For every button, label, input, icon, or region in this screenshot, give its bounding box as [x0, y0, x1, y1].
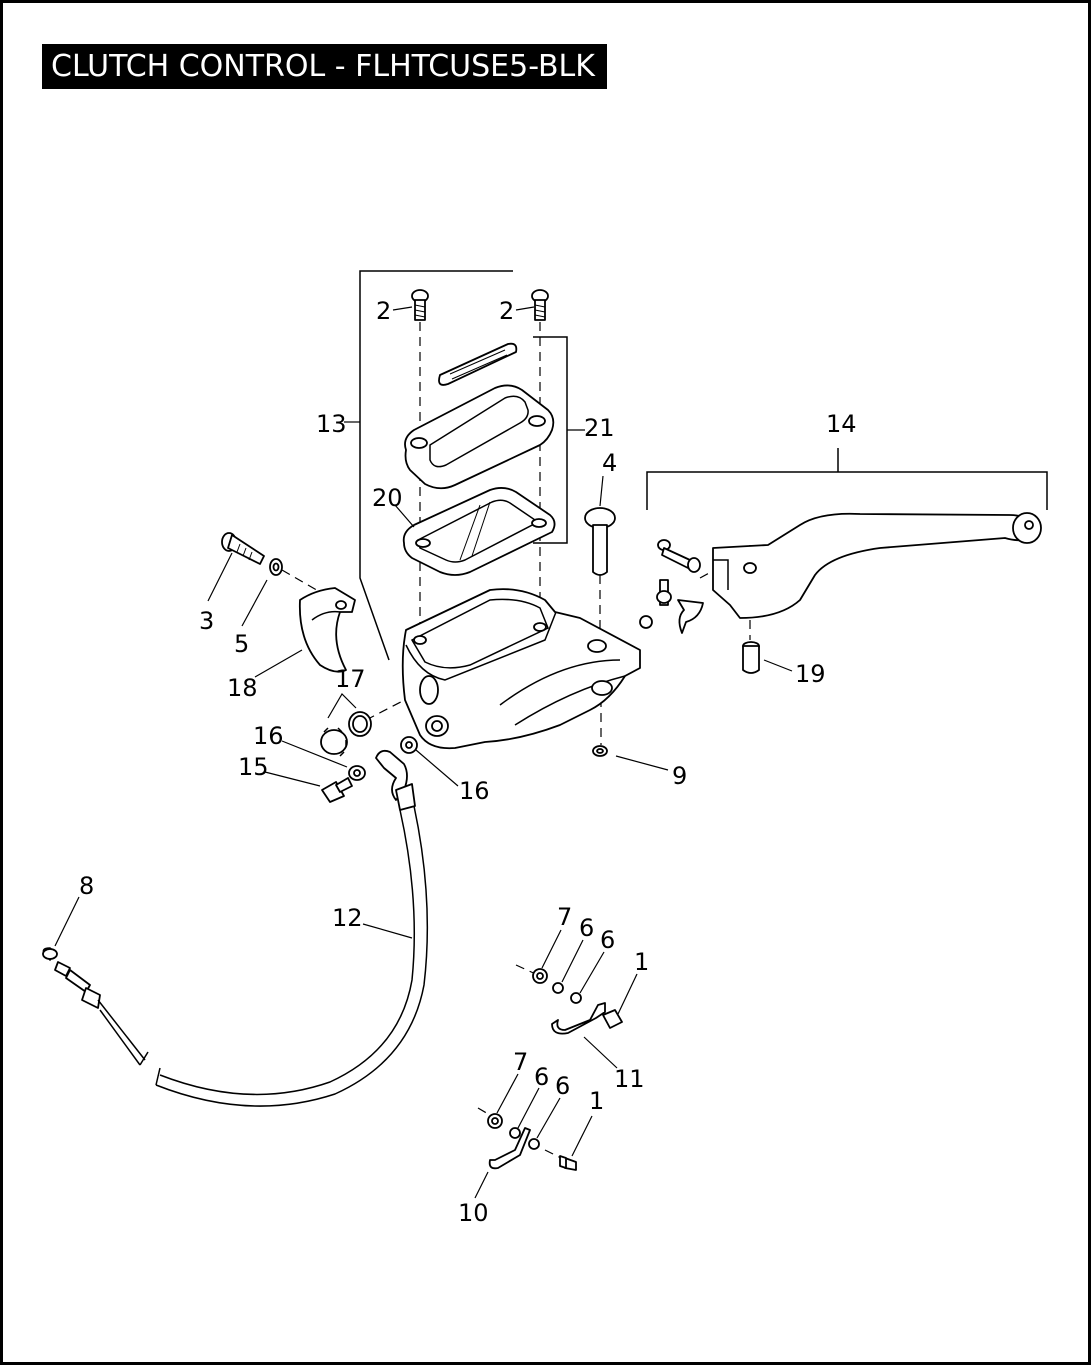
handlebar-clamp-icon [298, 587, 356, 673]
callout-7: 7 [557, 903, 572, 931]
clutch-lever-icon [712, 512, 1042, 619]
callout-21: 21 [584, 414, 615, 442]
callout-3: 3 [199, 607, 214, 635]
clamp-bolt-icon [221, 532, 265, 565]
pivot-pin-icon [584, 507, 616, 576]
banjo-fitting-cap-icon [320, 711, 372, 757]
callout-16: 16 [459, 777, 490, 805]
callout-5: 5 [234, 630, 249, 658]
hose-clip-lower-icon [487, 1113, 577, 1171]
hose-clip-upper-icon [532, 968, 623, 1035]
lever-bushing-icon [742, 641, 760, 674]
callout-9: 9 [672, 762, 687, 790]
washer-icon [348, 765, 366, 781]
callout-15: 15 [238, 753, 269, 781]
callout-2: 2 [499, 297, 514, 325]
callout-11: 11 [614, 1065, 645, 1093]
callout-1: 1 [589, 1087, 604, 1115]
bracket-14 [646, 448, 1048, 510]
callout-20: 20 [372, 484, 403, 512]
screw-icon [411, 289, 429, 321]
callout-4: 4 [602, 449, 617, 477]
callout-19: 19 [795, 660, 826, 688]
callout-2: 2 [376, 297, 391, 325]
callout-6: 6 [534, 1063, 549, 1091]
callout-8: 8 [79, 872, 94, 900]
callout-6: 6 [579, 914, 594, 942]
callout-13: 13 [316, 410, 347, 438]
callout-7: 7 [513, 1048, 528, 1076]
master-cylinder-body-icon [401, 588, 641, 750]
banjo-bolt-icon [321, 777, 353, 803]
callout-labels: 2 2 13 21 14 4 20 3 5 18 19 17 16 15 16 … [79, 297, 857, 1227]
reservoir-cover-icon [404, 384, 555, 490]
diaphragm-gasket-icon [402, 487, 556, 576]
lever-linkage-icon [639, 539, 704, 634]
leader-lines [54, 306, 793, 1199]
washer-icon [269, 558, 283, 576]
washer-icon [400, 736, 418, 754]
exploded-parts-diagram: 2 2 13 21 14 4 20 3 5 18 19 17 16 15 16 … [42, 270, 1048, 1227]
callout-17: 17 [335, 665, 366, 693]
bracket-21 [533, 336, 585, 544]
screw-icon [531, 289, 549, 321]
retaining-ring-icon [592, 745, 608, 757]
callout-18: 18 [227, 674, 258, 702]
callout-16: 16 [253, 722, 284, 750]
callout-6: 6 [600, 926, 615, 954]
clutch-hose-icon [42, 749, 429, 1107]
diagram-title: CLUTCH CONTROL - FLHTCUSE5-BLK [42, 44, 607, 89]
callout-12: 12 [332, 904, 363, 932]
bracket-13 [344, 270, 513, 661]
callout-10: 10 [458, 1199, 489, 1227]
reservoir-badge-icon [438, 342, 518, 386]
callout-6: 6 [555, 1072, 570, 1100]
callout-1: 1 [634, 948, 649, 976]
callout-14: 14 [826, 410, 857, 438]
